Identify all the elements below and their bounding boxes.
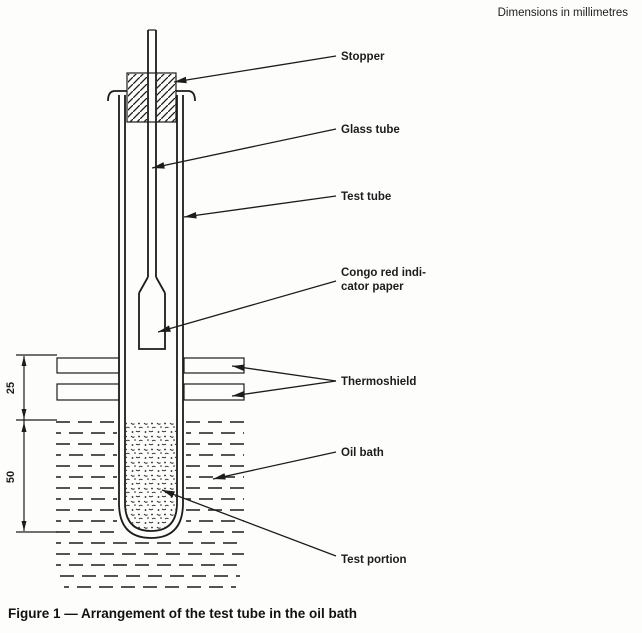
glass-tube [138, 29, 166, 350]
test-tube-label: Test tube [341, 191, 391, 203]
test-portion-fill [126, 421, 176, 530]
thermoshield-top-left [56, 357, 120, 374]
stopper-leader-line [173, 55, 337, 84]
stopper-outline [126, 72, 177, 123]
dim-arrow-down-50 [21, 521, 27, 531]
test-portion [126, 421, 176, 530]
oil-bath [56, 421, 244, 588]
figure-caption: Figure 1 — Arrangement of the test tube … [8, 606, 357, 621]
dimension-value-50: 50 [5, 471, 17, 483]
test-tube-rim-right [176, 90, 196, 102]
test-tube-inner-wall [124, 95, 178, 532]
test-tube-leader-line [183, 195, 337, 219]
test-tube [107, 90, 196, 539]
congo-red-capsule [138, 293, 166, 350]
glass-tube-flare-right [155, 276, 166, 294]
thermoshield-top-right [183, 357, 245, 374]
dim-arrow-up-25 [21, 356, 27, 366]
thermoshield-bottom-right [183, 383, 245, 401]
test-tube-rim-left [107, 90, 127, 102]
congo-red-label-line1: Congo red indi- [341, 267, 426, 279]
dim-arrow-up-50 [21, 422, 27, 432]
oil-bath-label: Oil bath [341, 447, 384, 459]
stopper-hatch-left [128, 74, 147, 122]
stopper-hatch-right [157, 74, 176, 122]
thermoshield-bottom-left [56, 383, 120, 401]
congo-red-leader-line [157, 280, 337, 333]
dim-arrow-down-25 [21, 409, 27, 419]
stopper-label: Stopper [341, 51, 385, 63]
congo-red-label-line2: cator paper [341, 281, 404, 293]
test-tube-outer-wall [118, 95, 184, 539]
dimension-value-25: 25 [5, 382, 17, 394]
thermoshield-leader-line-bottom [231, 380, 337, 398]
part-labels: Stopper Glass tube Test tube Congo red i… [341, 51, 426, 566]
glass-tube-leader-line [151, 128, 337, 169]
dimensions-note: Dimensions in millimetres [498, 7, 629, 19]
stopper [126, 72, 177, 123]
test-portion-leader-line [161, 489, 337, 557]
oil-bath-leader-line [212, 451, 337, 480]
thermoshield [56, 357, 245, 401]
thermoshield-label: Thermoshield [341, 376, 416, 388]
glass-tube-label: Glass tube [341, 124, 400, 136]
dimension-lines: 25 50 [5, 354, 57, 533]
leader-lines [151, 55, 337, 557]
glass-tube-flare-left [138, 276, 149, 294]
test-portion-label: Test portion [341, 554, 407, 566]
thermoshield-leader-line-top [231, 364, 337, 382]
